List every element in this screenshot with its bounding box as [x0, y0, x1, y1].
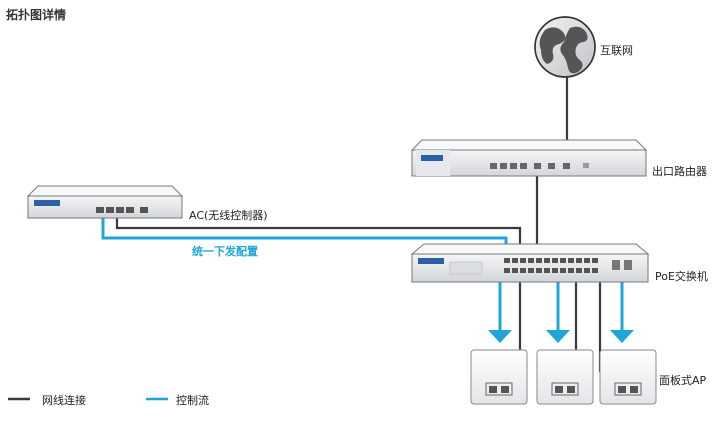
- internet-label: 互联网: [600, 44, 633, 57]
- cable-lines: [115, 77, 602, 372]
- panel-ap-2: [536, 349, 594, 405]
- switch-logo: [418, 258, 444, 264]
- router-device: [410, 139, 648, 177]
- ac-label: AC(无线控制器): [189, 209, 268, 222]
- panel-ap-label: 面板式AP: [659, 374, 707, 387]
- unified-config-label: 统一下发配置: [192, 245, 258, 258]
- legend-control-label: 控制流: [176, 394, 209, 407]
- control-arrow-3-head: [610, 330, 634, 343]
- internet-globe-icon: [534, 16, 596, 78]
- ac-logo: [34, 200, 60, 206]
- panel-ap-1: [470, 349, 528, 405]
- legend-cable-label: 网线连接: [42, 394, 86, 407]
- router-logo: [421, 155, 443, 161]
- switch-ports: [504, 258, 632, 273]
- panel-ap-3: [599, 349, 657, 405]
- control-arrow-2-head: [546, 330, 570, 343]
- control-arrow-1-head: [488, 330, 512, 343]
- poe-switch-device: [410, 243, 650, 283]
- poe-switch-label: PoE交换机: [655, 270, 708, 283]
- router-label: 出口路由器: [652, 165, 707, 178]
- ac-controller-device: [26, 185, 184, 219]
- page-title: 拓扑图详情: [6, 8, 67, 22]
